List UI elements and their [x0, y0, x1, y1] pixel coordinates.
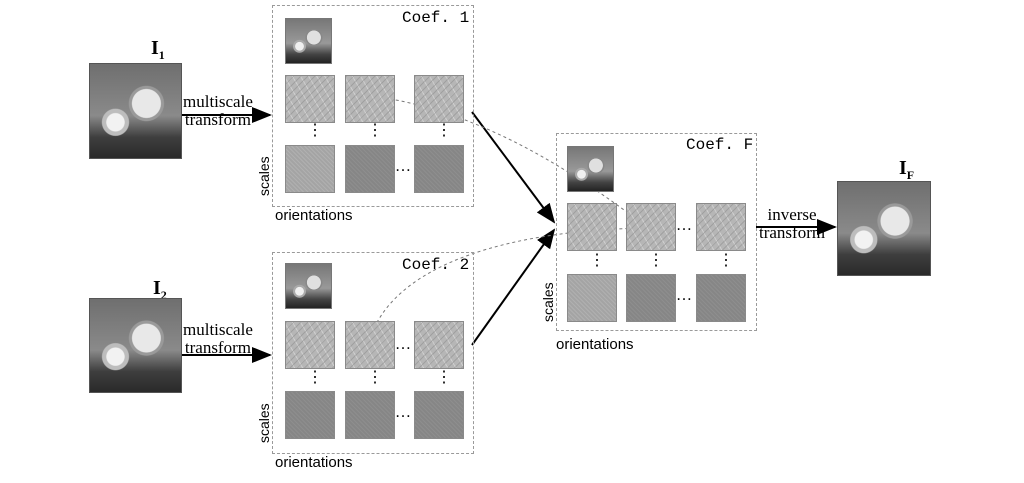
coef2-orientations-label: orientations — [275, 454, 353, 471]
coeff-vdots: ⋮ — [718, 252, 734, 269]
coeff-tile — [626, 203, 676, 251]
coeff-tile — [696, 274, 746, 322]
input-1-title: I1 — [151, 37, 165, 62]
coeff-tile — [567, 274, 617, 322]
coef2-vdots: ⋮ — [367, 369, 383, 386]
input-image-2 — [89, 298, 182, 393]
coef2-tile — [345, 321, 395, 369]
coef2-hdots: … — [395, 336, 412, 353]
coef2-scales-label: scales — [256, 403, 272, 443]
coef2-title: Coef. 2 — [402, 256, 470, 274]
coef1-hdots: … — [395, 158, 412, 175]
coeff-vdots: ⋮ — [589, 252, 605, 269]
coef1-tile — [345, 145, 395, 193]
coeff-orientations-label: orientations — [556, 336, 634, 353]
coeff-lowpass-thumb — [567, 146, 614, 192]
coef2-lowpass-thumb — [285, 263, 332, 309]
coeff-title: Coef. F — [686, 136, 754, 154]
coef2-tile — [285, 391, 335, 439]
coef1-box — [272, 5, 474, 207]
coef1-orientations-label: orientations — [275, 207, 353, 224]
coef1-tile — [345, 75, 395, 123]
coeff-tile — [567, 203, 617, 251]
input-image-1 — [89, 63, 182, 159]
coef2-tile — [414, 321, 464, 369]
coeff-vdots: ⋮ — [648, 252, 664, 269]
coef2-box — [272, 252, 474, 454]
coef1-tile — [285, 75, 335, 123]
arrow-coef1-to-fusion — [471, 111, 556, 224]
output-title: IF — [899, 157, 915, 182]
coef2-tile — [414, 391, 464, 439]
coeff-box — [556, 133, 757, 331]
coeff-hdots: … — [676, 287, 693, 304]
coef2-vdots: ⋮ — [436, 369, 452, 386]
coeff-tile — [696, 203, 746, 251]
coef1-tile — [414, 145, 464, 193]
coef2-vdots: ⋮ — [307, 369, 323, 386]
input-2-title: I2 — [153, 277, 167, 302]
coef1-vdots: ⋮ — [436, 122, 452, 139]
coef2-hdots: … — [395, 404, 412, 421]
coef1-title: Coef. 1 — [402, 9, 470, 27]
output-image — [837, 181, 931, 276]
coef1-tile — [285, 145, 335, 193]
coef1-vdots: ⋮ — [367, 122, 383, 139]
coeff-hdots: … — [676, 217, 693, 234]
coef2-tile — [285, 321, 335, 369]
coef1-vdots: ⋮ — [307, 122, 323, 139]
coef1-scales-label: scales — [256, 156, 272, 196]
coeff-scales-label: scales — [540, 282, 556, 322]
coeff-tile — [626, 274, 676, 322]
coef2-tile — [345, 391, 395, 439]
coef1-tile — [414, 75, 464, 123]
coef1-lowpass-thumb — [285, 18, 332, 64]
